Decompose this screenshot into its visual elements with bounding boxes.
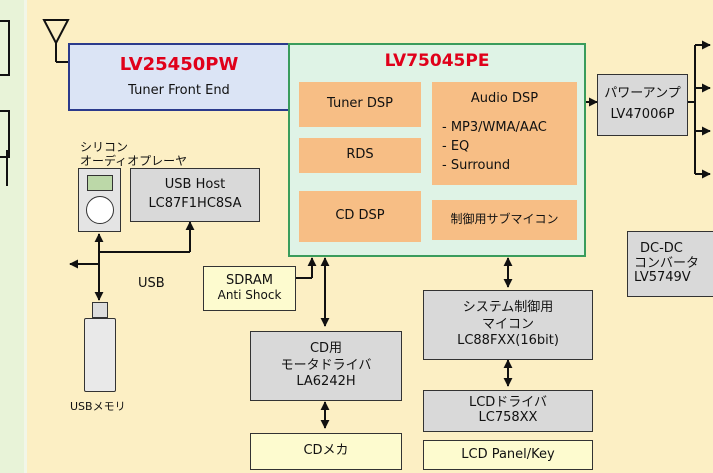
audio-player-icon xyxy=(78,168,121,232)
sub-mcu-block: 制御用サブマイコン xyxy=(432,200,577,240)
tuner-dsp-label: Tuner DSP xyxy=(326,96,394,112)
lcd-panel-label: LCD Panel/Key xyxy=(461,446,555,462)
tuner-frontend-desc: Tuner Front End xyxy=(128,82,230,98)
cd-mecha-label: CDメカ xyxy=(303,443,349,459)
sdram-line2: Anti Shock xyxy=(217,288,282,303)
motor-driver-line2: モータドライバ xyxy=(280,357,372,373)
cd-dsp-block: CD DSP xyxy=(299,191,421,242)
left-margin-strip xyxy=(0,0,24,473)
audio-dsp-item: - EQ xyxy=(442,138,470,154)
system-mcu-block: システム制御用 マイコン LC88FXX(16bit) xyxy=(423,290,593,360)
player-wheel xyxy=(86,196,114,224)
audio-dsp-block: Audio DSP - MP3/WMA/AAC - EQ - Surround xyxy=(432,82,577,185)
lcd-panel-block: LCD Panel/Key xyxy=(423,440,593,470)
lcd-driver-line1: LCDドライバ xyxy=(468,395,548,411)
dcdc-block: DC-DC コンバータ LV5749V xyxy=(627,231,713,297)
left-bracket-line xyxy=(6,150,8,186)
dcdc-line2: コンバータ xyxy=(634,255,700,271)
usb-memory-label: USBメモリ xyxy=(70,400,126,413)
sdram-line1: SDRAM xyxy=(226,273,273,289)
power-amp-line2: LV47006P xyxy=(610,107,675,122)
left-bracket-1 xyxy=(0,20,10,76)
sub-mcu-label: 制御用サブマイコン xyxy=(450,212,559,227)
lcd-driver-line2: LC758XX xyxy=(478,410,538,425)
usb-connections xyxy=(69,221,195,301)
motor-driver-line3: LA6242H xyxy=(296,374,356,390)
main-chip-part: LV75045PE xyxy=(384,51,490,71)
power-amp-block: パワーアンプ LV47006P xyxy=(597,74,688,136)
dcdc-line1: DC-DC xyxy=(640,240,683,256)
usb-body xyxy=(84,318,116,392)
audio-dsp-item: - Surround xyxy=(442,157,511,173)
usb-memory-icon xyxy=(84,302,116,392)
power-amp-line1: パワーアンプ xyxy=(604,86,681,102)
dcdc-line3: LV5749V xyxy=(634,270,691,286)
left-strip-divider xyxy=(24,0,27,473)
system-mcu-line1: システム制御用 xyxy=(462,299,554,315)
usb-host-line2: LC87F1HC8SA xyxy=(148,196,242,211)
audio-dsp-item: - MP3/WMA/AAC xyxy=(442,119,547,135)
silicon-player-label-2: オーディオプレーヤ xyxy=(80,154,188,168)
silicon-player-label-1: シリコン xyxy=(80,140,129,154)
power-amp-outputs xyxy=(688,40,711,179)
player-screen xyxy=(87,175,113,191)
tuner-frontend-part: LV25450PW xyxy=(119,54,239,76)
motor-driver-line1: CD用 xyxy=(309,340,343,356)
system-mcu-line3: LC88FXX(16bit) xyxy=(457,333,559,349)
usb-label: USB xyxy=(138,276,165,291)
cd-connections xyxy=(296,257,330,429)
audio-dsp-title: Audio DSP xyxy=(470,91,539,106)
usb-host-line1: USB Host xyxy=(164,177,226,193)
cd-dsp-label: CD DSP xyxy=(335,208,385,224)
rds-block: RDS xyxy=(299,138,421,173)
tuner-frontend-block: LV25450PW Tuner Front End xyxy=(68,43,290,111)
usb-plug xyxy=(92,302,108,318)
sdram-block: SDRAM Anti Shock xyxy=(203,266,296,311)
system-mcu-line2: マイコン xyxy=(481,316,534,332)
left-bracket-2 xyxy=(0,110,10,158)
antenna-icon xyxy=(42,19,70,63)
tuner-dsp-block: Tuner DSP xyxy=(299,82,421,127)
cd-mecha-block: CDメカ xyxy=(250,433,402,470)
lcd-driver-block: LCDドライバ LC758XX xyxy=(423,390,593,432)
motor-driver-block: CD用 モータドライバ LA6242H xyxy=(250,331,402,401)
rds-label: RDS xyxy=(346,147,374,163)
usb-host-block: USB Host LC87F1HC8SA xyxy=(130,168,260,222)
